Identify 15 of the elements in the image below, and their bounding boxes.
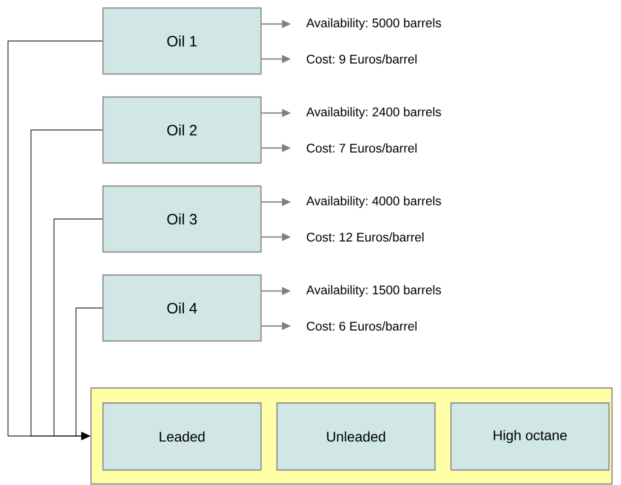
property-text: Cost: 6 Euros/barrel <box>306 321 416 331</box>
property-text: Availability: 2400 barrels <box>306 107 441 119</box>
property-text: Availability: 4000 barrels <box>306 196 441 208</box>
property-text: Cost: 7 Euros/barrel <box>306 143 416 153</box>
property-text: Availability: 1500 barrels <box>306 285 441 297</box>
product-box: High octane <box>450 402 610 471</box>
property-text: Cost: 12 Euros/barrel <box>306 232 424 242</box>
property-text: Cost: 9 Euros/barrel <box>306 54 416 64</box>
product-box: Leaded <box>102 402 262 471</box>
process-box: Oil 2 <box>102 96 262 164</box>
property-text: Availability: 5000 barrels <box>306 18 441 30</box>
process-box: Oil 4 <box>102 274 262 342</box>
product-box: Unleaded <box>276 402 436 471</box>
process-box: Oil 1 <box>102 7 262 75</box>
process-box: Oil 3 <box>102 185 262 253</box>
